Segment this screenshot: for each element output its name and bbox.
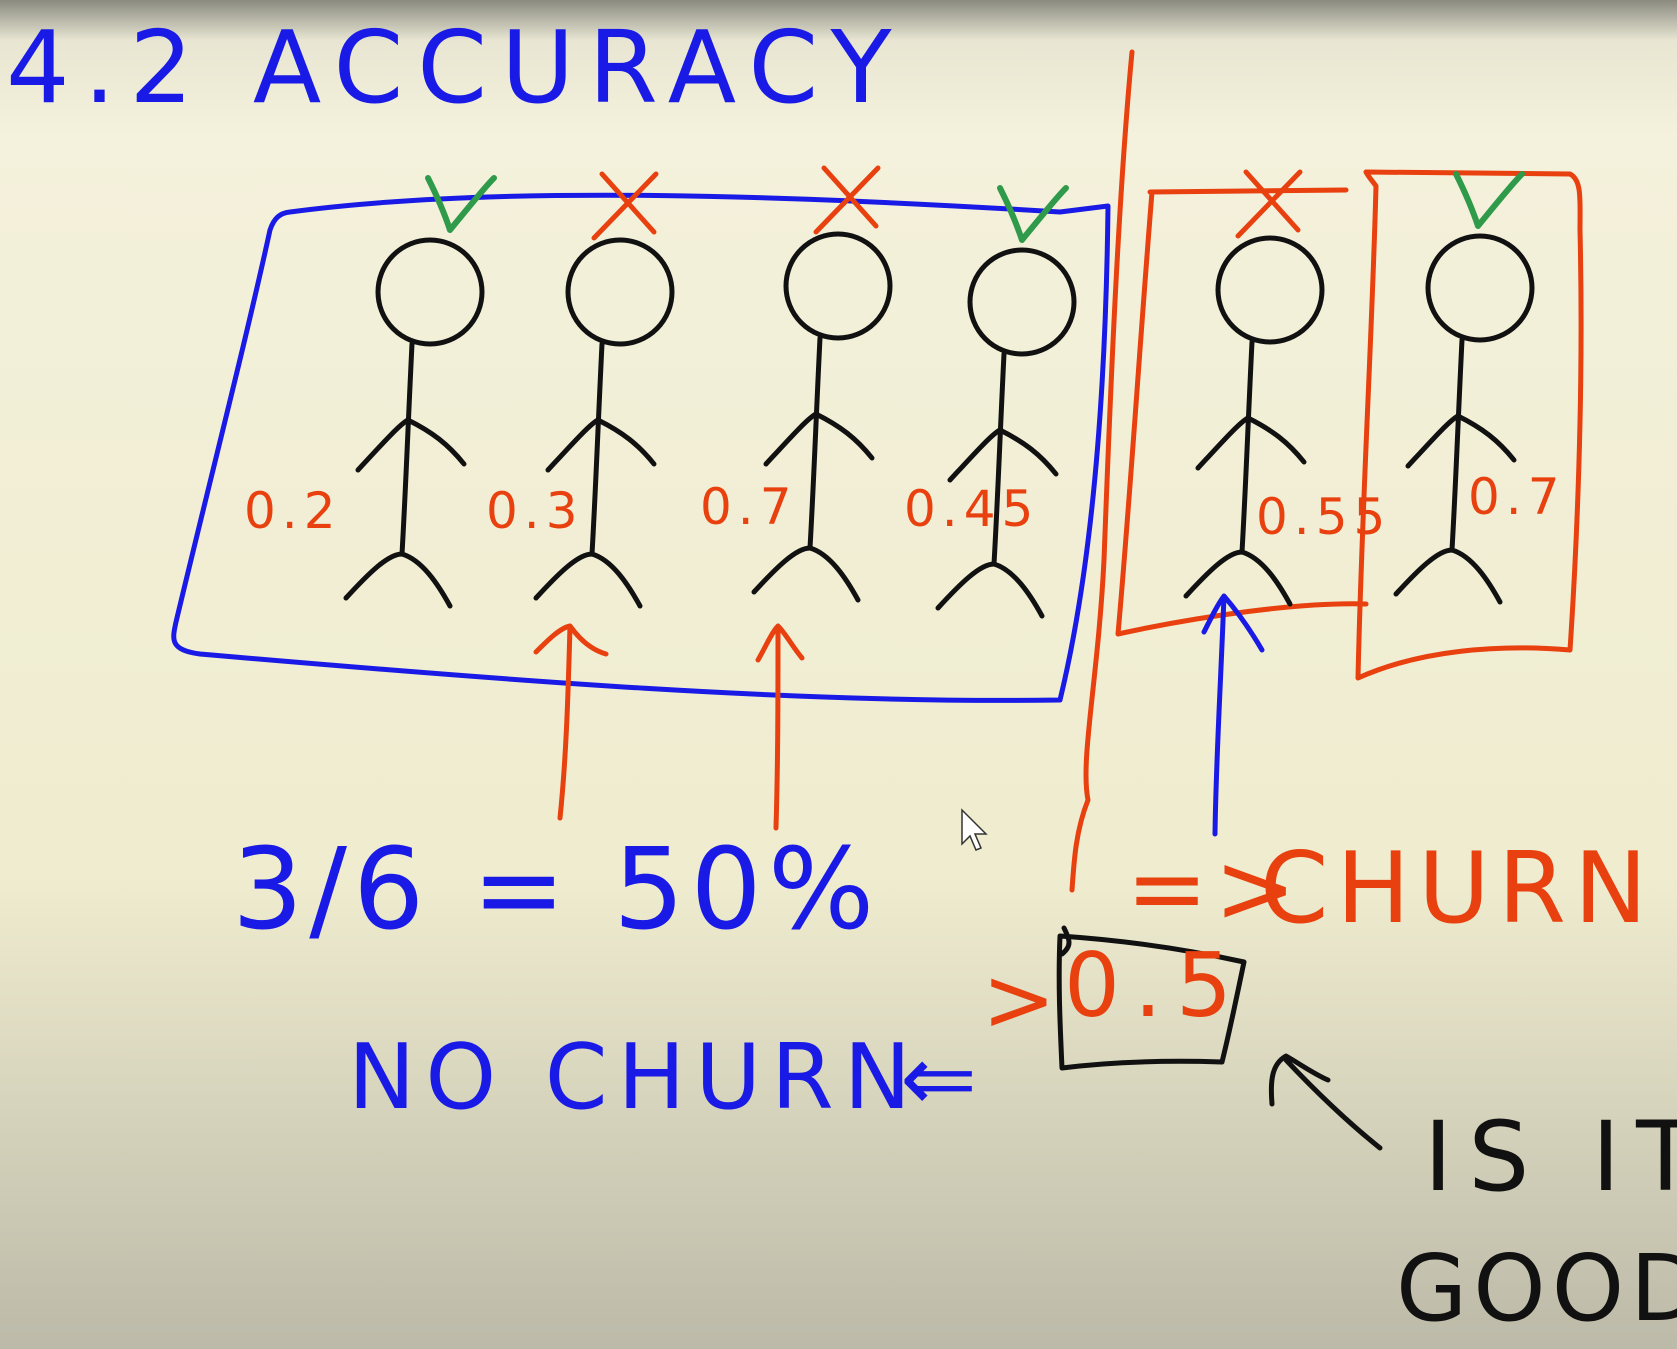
question-arrow <box>1268 1053 1383 1151</box>
figure-arms <box>1195 415 1307 471</box>
figure-legs <box>343 551 453 609</box>
probability-score: 0.3 <box>486 482 584 540</box>
churn-box-person-6 <box>1355 169 1584 681</box>
figure-head <box>1215 235 1325 345</box>
question-line-1: IS IT <box>1424 1101 1677 1213</box>
probability-score: 0.55 <box>1256 488 1391 546</box>
stick-figure: 0.7 <box>700 165 893 603</box>
arrow-to-person-5 <box>1201 593 1265 837</box>
figure-head <box>967 247 1077 357</box>
figure-body <box>1449 337 1465 553</box>
no-churn-arrow: ⇐ <box>900 1025 977 1132</box>
check-mark-icon <box>997 185 1069 243</box>
check-mark-icon <box>425 175 497 233</box>
probability-score: 0.2 <box>244 482 342 540</box>
churn-label: CHURN <box>1260 832 1655 946</box>
figures-group: 0.2 0.3 0.7 0.45 0.55 0.7 <box>244 165 1566 619</box>
stick-figure: 0.55 <box>1183 169 1391 607</box>
figure-arms <box>763 411 875 467</box>
stick-figure: 0.7 <box>1393 171 1566 605</box>
figure-legs <box>751 545 861 603</box>
figure-head <box>565 237 675 347</box>
figure-legs <box>1393 547 1503 605</box>
threshold-value: 0.5 <box>1064 934 1246 1037</box>
threshold-box <box>1056 925 1247 1071</box>
check-mark-icon <box>1453 171 1525 229</box>
stick-figure: 0.45 <box>904 185 1077 619</box>
cross-mark-icon <box>591 171 659 241</box>
arrow-to-person-2 <box>533 623 609 821</box>
accuracy-formula: 3/6 = 50% <box>232 825 880 955</box>
figure-head <box>1425 233 1535 343</box>
mouse-cursor-icon <box>961 808 988 851</box>
figure-body <box>991 351 1007 567</box>
threshold-operator: > <box>982 948 1056 1051</box>
stick-figure: 0.2 <box>244 175 497 609</box>
no-churn-label: NO CHURN <box>348 1025 921 1130</box>
figure-arms <box>545 417 657 473</box>
figure-arms <box>1405 413 1517 469</box>
figure-legs <box>935 561 1045 619</box>
stick-figure: 0.3 <box>486 171 675 609</box>
question-line-2: GOOD? <box>1396 1235 1677 1342</box>
cross-mark-icon <box>1235 169 1303 239</box>
probability-score: 0.7 <box>700 478 798 536</box>
figure-arms <box>355 417 467 473</box>
figure-head <box>375 237 485 347</box>
figure-body <box>399 341 415 557</box>
figure-arms <box>947 427 1059 483</box>
cross-mark-icon <box>813 165 881 235</box>
figure-head <box>783 231 893 341</box>
probability-score: 0.45 <box>904 480 1039 538</box>
figure-legs <box>533 551 643 609</box>
figure-body <box>589 341 605 557</box>
threshold-divider-line <box>1069 49 1135 893</box>
figure-body <box>807 335 823 551</box>
churn-box-person-5 <box>1115 187 1369 637</box>
arrow-to-person-3 <box>755 623 805 831</box>
page-title: 4.2 ACCURACY <box>6 9 906 126</box>
churn-arrow: => <box>1126 832 1302 946</box>
figure-legs <box>1183 549 1293 607</box>
figure-body <box>1239 339 1255 555</box>
probability-score: 0.7 <box>1468 468 1566 526</box>
